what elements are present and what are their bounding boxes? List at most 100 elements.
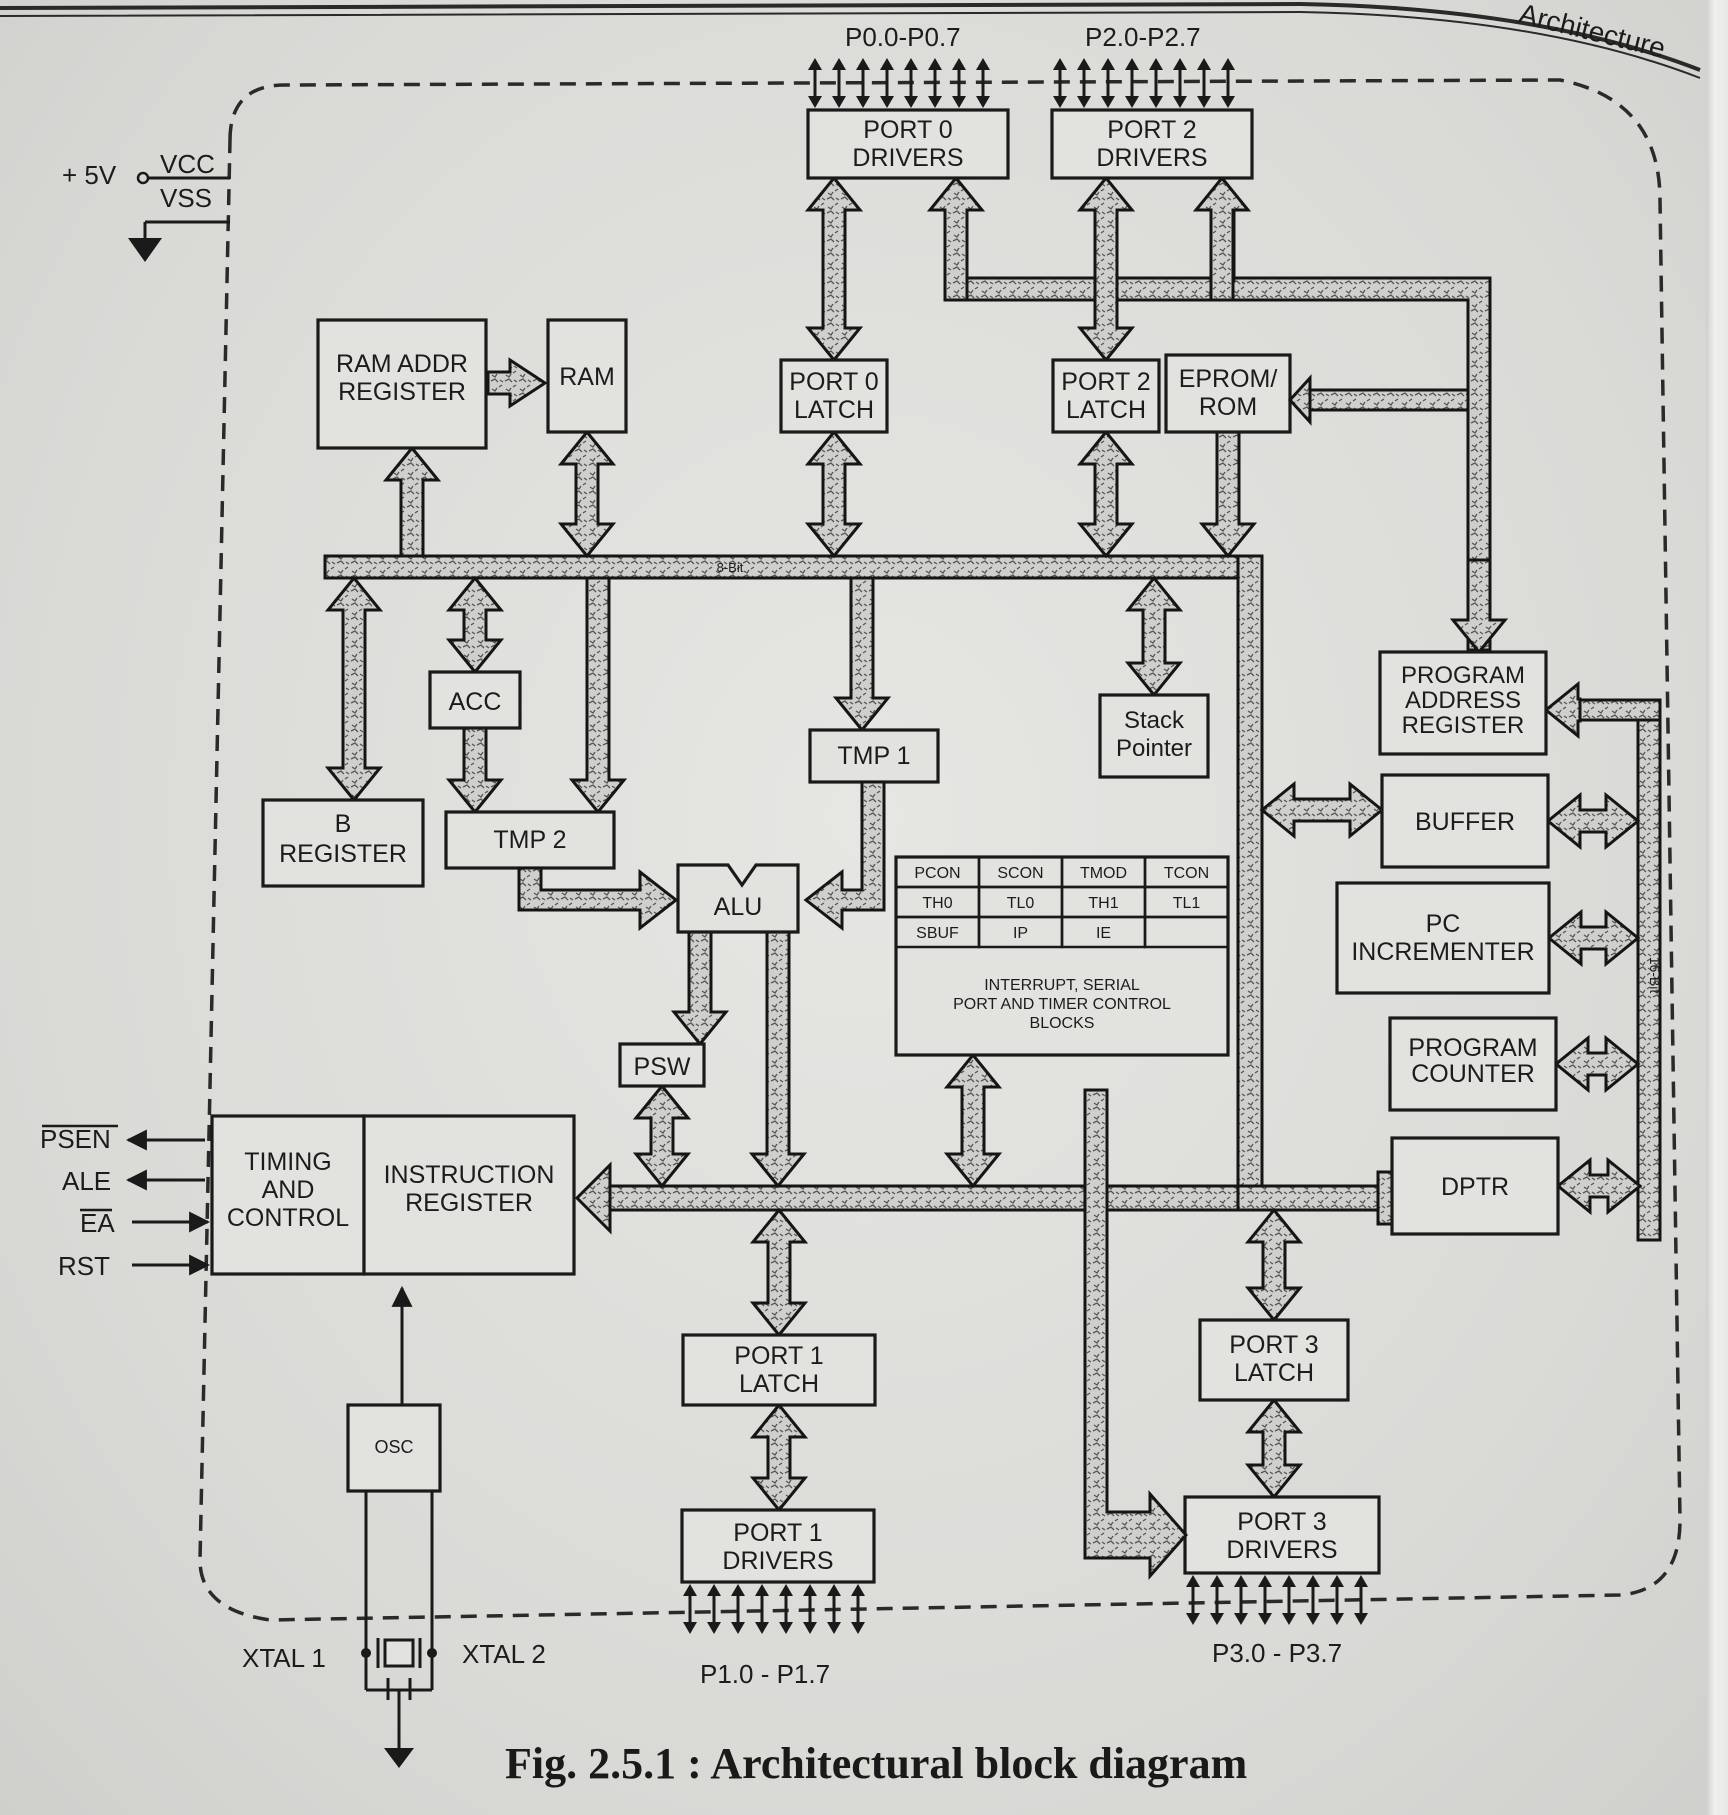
- ram: RAM: [546, 318, 628, 434]
- sfr-cell-label: SBUF: [916, 925, 959, 942]
- sfr-cell-label: PCON: [914, 865, 960, 882]
- arrow-bus-sp: [1124, 575, 1184, 698]
- svg-text:ACC: ACC: [449, 688, 502, 716]
- pin-arrow-down-icon: [952, 96, 966, 108]
- svg-text:TMP 1: TMP 1: [837, 742, 910, 770]
- svg-text:ALU: ALU: [714, 893, 763, 921]
- svg-text:INSTRUCTION: INSTRUCTION: [384, 1161, 555, 1189]
- pin-arrow-down-icon: [1053, 96, 1067, 108]
- sfr-cell-label: IE: [1096, 925, 1111, 942]
- svg-text:BUFFER: BUFFER: [1415, 808, 1515, 836]
- arrow-bus-p1latch: [749, 1207, 809, 1338]
- pin-arrow-down-icon: [1258, 1613, 1272, 1625]
- program-counter: PROGRAM COUNTER: [1388, 1016, 1558, 1112]
- pin-arrow-up-icon: [1173, 58, 1187, 70]
- sfr-cell-label: TH1: [1088, 895, 1118, 912]
- svg-text:RAM ADDR: RAM ADDR: [336, 350, 468, 378]
- port2-drivers: PORT 2 DRIVERS: [1050, 108, 1254, 180]
- pin-arrow-down-icon: [880, 96, 894, 108]
- svg-text:LATCH: LATCH: [794, 396, 874, 424]
- pin-arrow-down-icon: [707, 1622, 721, 1634]
- pin-arrow-down-icon: [1173, 96, 1187, 108]
- rst-label: RST: [58, 1251, 110, 1281]
- vss-ground-icon: [128, 238, 162, 262]
- pin-arrow-up-icon: [1186, 1575, 1200, 1587]
- arrow-to-instruction-register: [574, 1161, 612, 1235]
- pin-arrow-up-icon: [755, 1584, 769, 1596]
- port-pin-arrows: [683, 58, 1368, 1634]
- port3-latch: PORT 3 LATCH: [1198, 1318, 1350, 1402]
- pin-arrow-down-icon: [1197, 96, 1211, 108]
- internal-bus-label: 8-Bit: [717, 560, 744, 575]
- pin-arrow-up-icon: [731, 1584, 745, 1596]
- vcc-label: VCC: [160, 149, 215, 179]
- ale-label: ALE: [62, 1166, 111, 1196]
- arrow-bus-tmp1: [832, 576, 892, 733]
- internal-bus-top: [323, 554, 1257, 580]
- svg-text:ADDRESS: ADDRESS: [1405, 687, 1521, 714]
- pin-arrow-up-icon: [779, 1584, 793, 1596]
- svg-text:LATCH: LATCH: [1066, 396, 1146, 424]
- pin-arrow-down-icon: [1101, 96, 1115, 108]
- pin-arrow-down-icon: [779, 1622, 793, 1634]
- instruction-register: INSTRUCTION REGISTER: [362, 1114, 576, 1276]
- chip-boundary: [198, 78, 1682, 1622]
- pin-arrow-up-icon: [1234, 1575, 1248, 1587]
- sfr-cell-label: TCON: [1164, 865, 1209, 882]
- pc-incrementer: PC INCREMENTER: [1335, 881, 1551, 995]
- svg-text:ROM: ROM: [1199, 393, 1257, 421]
- p1-pins-label: P1.0 - P1.7: [700, 1659, 830, 1689]
- pin-arrow-down-icon: [904, 96, 918, 108]
- pin-arrow-up-icon: [827, 1584, 841, 1596]
- svg-text:CONTROL: CONTROL: [227, 1204, 349, 1232]
- pin-arrow-up-icon: [851, 1584, 865, 1596]
- pin-arrow-up-icon: [707, 1584, 721, 1596]
- pin-arrow-down-icon: [808, 96, 822, 108]
- alu: ALU: [676, 863, 800, 934]
- address-bus-label: 16-Bit: [1647, 957, 1663, 994]
- arrow-p0latch-bus: [804, 429, 864, 559]
- pin-arrow-down-icon: [1077, 96, 1091, 108]
- arrow-p3latch-p3drv: [1244, 1397, 1304, 1500]
- b-register: B REGISTER: [261, 798, 425, 888]
- running-head: Architecture: [1516, 0, 1668, 64]
- svg-text:DRIVERS: DRIVERS: [722, 1547, 833, 1575]
- svg-text:RAM: RAM: [559, 363, 615, 391]
- arrow-alu-psw: [670, 930, 730, 1047]
- svg-text:PSW: PSW: [634, 1053, 691, 1081]
- address-route-rom: [1308, 388, 1470, 412]
- header-rule: [0, 1, 1701, 72]
- arrow-addr-to-p2drv: [1192, 175, 1252, 302]
- arrow-buffer-addrbus: [1545, 791, 1641, 851]
- arrow-pcinc-addrbus: [1546, 908, 1641, 968]
- pin-arrow-up-icon: [1306, 1575, 1320, 1587]
- pin-arrow-down-icon: [1306, 1613, 1320, 1625]
- pin-arrow-up-icon: [1053, 58, 1067, 70]
- sfr-cell-label: TMOD: [1080, 865, 1127, 882]
- pin-arrow-up-icon: [928, 58, 942, 70]
- arrow-bus-buffer: [1259, 780, 1385, 840]
- arrow-rom-to-bus: [1198, 430, 1258, 559]
- pin-arrow-up-icon: [683, 1584, 697, 1596]
- port2-latch: PORT 2 LATCH: [1051, 358, 1161, 434]
- pin-arrow-up-icon: [832, 58, 846, 70]
- svg-text:PORT 3: PORT 3: [1229, 1331, 1318, 1359]
- pin-arrow-down-icon: [683, 1622, 697, 1634]
- pin-arrow-down-icon: [1125, 96, 1139, 108]
- svg-text:DRIVERS: DRIVERS: [1226, 1536, 1337, 1564]
- sfr-caption-line1: INTERRUPT, SERIAL: [984, 977, 1140, 994]
- svg-text:B: B: [335, 810, 352, 838]
- arrow-p1latch-p1drv: [749, 1402, 809, 1513]
- svg-text:PORT 0: PORT 0: [789, 368, 878, 396]
- ground-icon: [384, 1748, 414, 1768]
- sfr-caption-line3: BLOCKS: [1030, 1015, 1095, 1032]
- sfr-caption-line2: PORT AND TIMER CONTROL: [953, 996, 1171, 1013]
- address-bus-top: [1566, 698, 1662, 722]
- pin-arrow-down-icon: [1221, 96, 1235, 108]
- svg-text:PORT 1: PORT 1: [733, 1519, 822, 1547]
- pin-arrow-down-icon: [1354, 1613, 1368, 1625]
- pin-arrow-down-icon: [832, 96, 846, 108]
- pin-arrow-down-icon: [1282, 1613, 1296, 1625]
- arrow-ramaddr-to-ram: [486, 357, 548, 409]
- pin-arrow-up-icon: [1101, 58, 1115, 70]
